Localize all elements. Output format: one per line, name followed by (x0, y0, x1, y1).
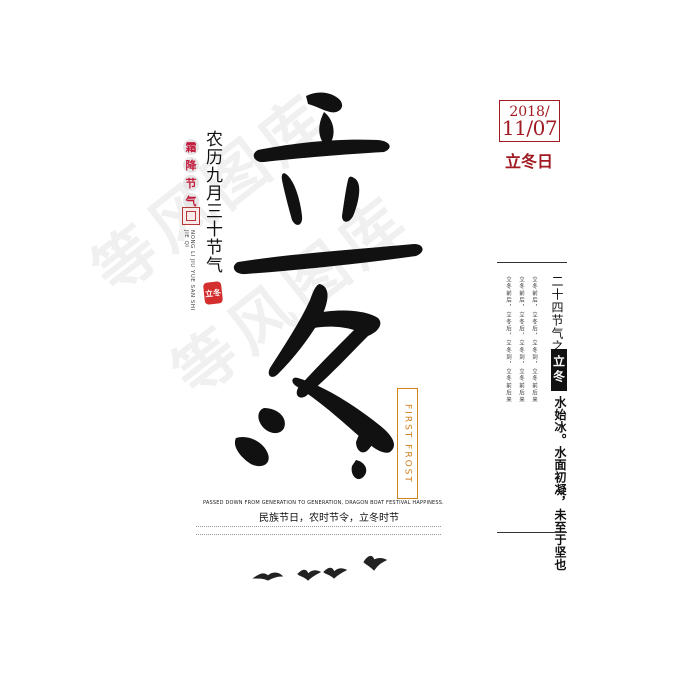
bird-icon (297, 569, 322, 581)
first-frost-box: FIRST FROST (397, 388, 418, 499)
quote-text: 水始冰。水面初凝，未至于坚也 (553, 396, 567, 571)
seal-char-1: 霜 (183, 139, 199, 155)
english-tagline: PASSED DOWN FROM GENERATION TO GENERATIO… (203, 500, 444, 506)
seal-char-4: 气 (183, 193, 199, 209)
right-bottom-rule (497, 532, 567, 533)
twenty-four-terms-text: 二十四节气之 (550, 275, 564, 353)
calligraphy-art (233, 92, 423, 480)
lidong-badge: 立冬 (551, 349, 567, 391)
pinyin-text: NONG LI JIU YUE SAN SHI JIE QI (183, 230, 195, 311)
seal-char-3: 节 (183, 175, 199, 191)
bird-icon (363, 555, 388, 571)
right-small-text-3: 立冬前后，立冬后，立冬到，立冬前后来 (531, 276, 537, 404)
chinese-slogan: 民族节日，农时节令，立冬时节 (259, 513, 399, 524)
right-top-rule (497, 262, 567, 263)
date-box: 2018/ 11/07 (499, 100, 560, 142)
date-month-day: 11/07 (501, 115, 558, 140)
seal-stack: 霜 降 节 气 (182, 139, 200, 209)
right-small-text-1: 立冬前后，立冬后，立冬到，立冬前后来 (505, 276, 511, 404)
first-frost-text: FIRST FROST (402, 403, 413, 484)
date-year: 2018/ (509, 103, 550, 120)
right-small-text-2: 立冬前后，立冬后，立冬到，立冬前后来 (518, 276, 524, 404)
bird-icon (252, 572, 284, 581)
solar-term-label: 立冬日 (504, 152, 553, 171)
red-seal: 立冬 (202, 281, 224, 305)
main-calligraphy-title (228, 78, 428, 498)
seal-char-2: 降 (183, 157, 199, 173)
square-seal-icon (182, 207, 200, 225)
flying-birds-illustration (240, 552, 390, 602)
lunar-date-text: 农历九月三十节气 (202, 130, 222, 274)
dotted-divider-2 (196, 534, 441, 535)
dotted-divider-1 (196, 526, 441, 527)
bird-icon (323, 567, 348, 579)
